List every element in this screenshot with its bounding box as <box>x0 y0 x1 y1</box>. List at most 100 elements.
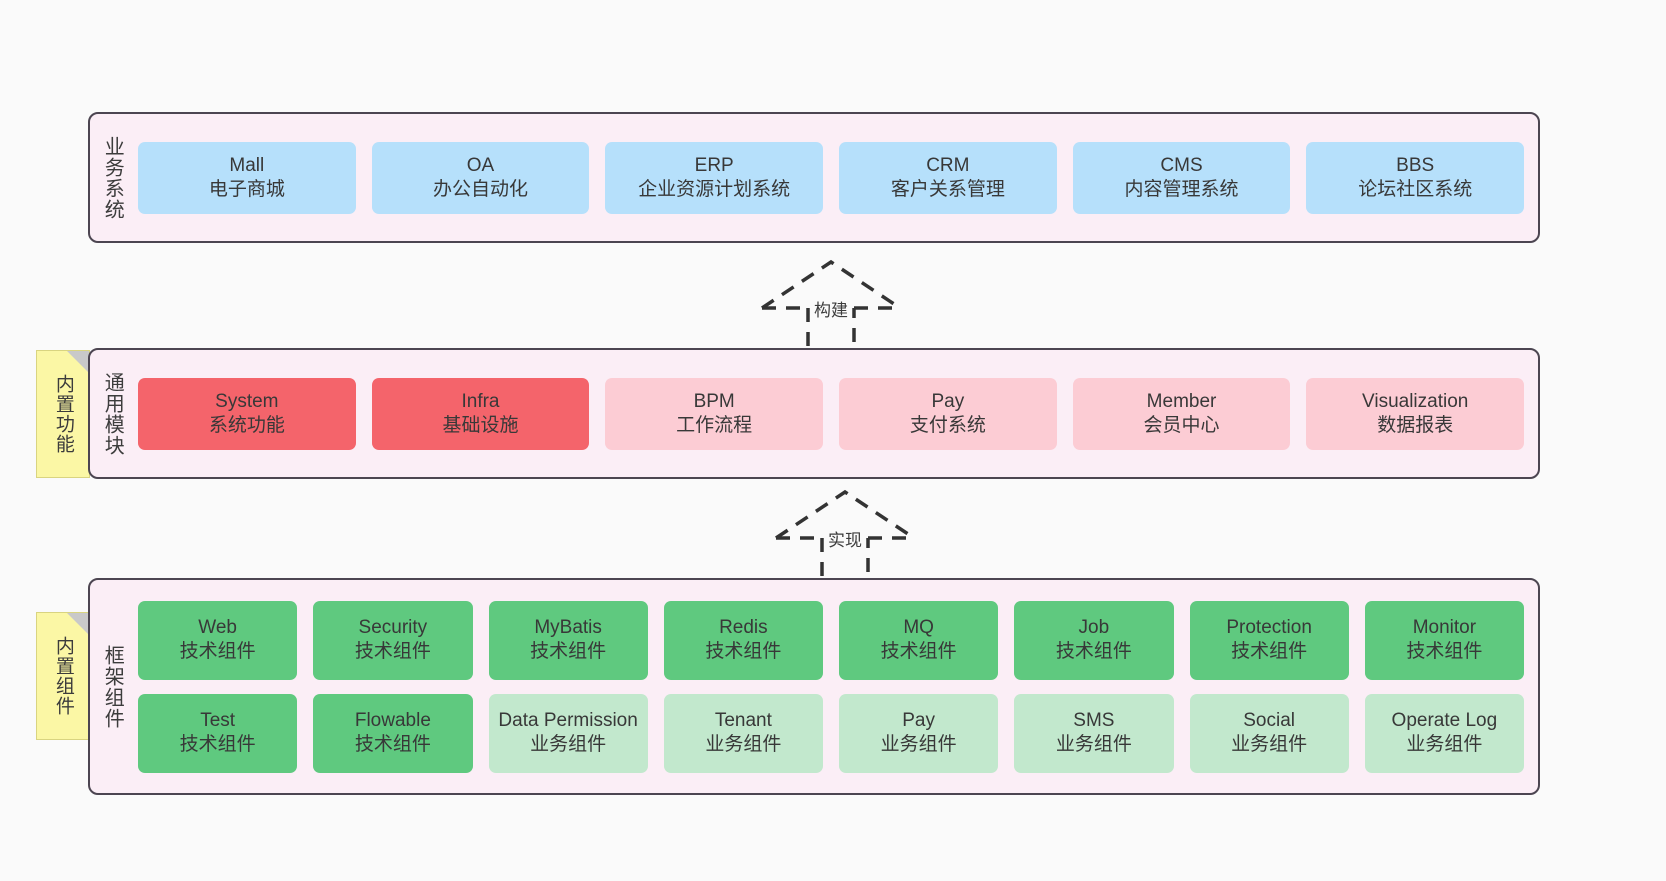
component-desc: 技术组件 <box>880 641 957 662</box>
module-name: Member <box>1146 390 1217 412</box>
module-oa[interactable]: OA 办公自动化 <box>371 141 590 214</box>
generalization-arrow-icon <box>761 259 901 352</box>
component-name: SMS <box>1073 710 1115 732</box>
component-name: Protection <box>1226 617 1312 639</box>
note-label: 内置组件 <box>52 636 74 716</box>
module-name: BPM <box>693 390 735 412</box>
component-name: Pay <box>902 710 935 732</box>
component-name: Test <box>200 710 236 732</box>
framework-row-1: Web 技术组件 Security 技术组件 MyBatis 技术组件 Redi… <box>138 600 1524 680</box>
component-name: Security <box>358 617 428 639</box>
component-mybatis[interactable]: MyBatis 技术组件 <box>488 600 648 680</box>
component-data-permission[interactable]: Data Permission 业务组件 <box>488 693 648 773</box>
component-name: Web <box>198 617 237 639</box>
component-social[interactable]: Social 业务组件 <box>1189 693 1349 773</box>
module-bpm[interactable]: BPM 工作流程 <box>605 377 824 450</box>
module-name: System <box>215 390 279 412</box>
note-label: 内置功能 <box>52 374 74 454</box>
module-desc: 电子商城 <box>208 178 285 200</box>
module-desc: 支付系统 <box>909 414 986 436</box>
component-name: Data Permission <box>498 710 638 732</box>
module-name: Mall <box>229 154 265 176</box>
component-job[interactable]: Job 技术组件 <box>1014 600 1174 680</box>
layer-title-common: 通用模块 <box>101 371 124 456</box>
component-operate-log[interactable]: Operate Log 业务组件 <box>1364 693 1524 773</box>
component-desc: 业务组件 <box>1231 734 1308 755</box>
component-sms[interactable]: SMS 业务组件 <box>1014 693 1174 773</box>
module-cms[interactable]: CMS 内容管理系统 <box>1072 141 1291 214</box>
generalization-arrow-icon <box>775 489 915 582</box>
module-desc: 工作流程 <box>676 414 753 436</box>
component-name: Social <box>1243 710 1295 732</box>
component-desc: 技术组件 <box>1055 641 1132 662</box>
component-desc: 业务组件 <box>705 734 782 755</box>
module-erp[interactable]: ERP 企业资源计划系统 <box>605 141 824 214</box>
module-bbs[interactable]: BBS 论坛社区系统 <box>1306 141 1525 214</box>
layer-body-framework: Web 技术组件 Security 技术组件 MyBatis 技术组件 Redi… <box>134 580 1538 793</box>
component-desc: 业务组件 <box>1406 734 1483 755</box>
folded-corner-icon <box>67 351 89 373</box>
component-security[interactable]: Security 技术组件 <box>313 600 473 680</box>
connector-realize: 实现 <box>770 486 920 582</box>
module-name: Visualization <box>1362 390 1469 412</box>
component-desc: 业务组件 <box>880 734 957 755</box>
component-name: Job <box>1078 617 1110 639</box>
module-name: OA <box>466 154 495 176</box>
module-name: CMS <box>1160 154 1203 176</box>
component-desc: 技术组件 <box>1231 641 1308 662</box>
common-row: System 系统功能 Infra 基础设施 BPM 工作流程 Pay 支付系统… <box>138 377 1525 450</box>
component-pay[interactable]: Pay 业务组件 <box>839 693 999 773</box>
layer-body-business: Mall 电子商城 OA 办公自动化 ERP 企业资源计划系统 CRM 客户关系… <box>134 114 1538 241</box>
component-name: Tenant <box>714 710 772 732</box>
layer-body-common: System 系统功能 Infra 基础设施 BPM 工作流程 Pay 支付系统… <box>134 350 1538 477</box>
module-name: BBS <box>1396 154 1435 176</box>
folded-corner-icon <box>67 613 89 635</box>
component-desc: 技术组件 <box>1406 641 1483 662</box>
module-system[interactable]: System 系统功能 <box>138 377 356 450</box>
component-tenant[interactable]: Tenant 业务组件 <box>663 693 823 773</box>
component-name: Flowable <box>354 710 431 732</box>
module-name: Infra <box>461 390 500 412</box>
module-desc: 论坛社区系统 <box>1358 178 1473 200</box>
component-monitor[interactable]: Monitor 技术组件 <box>1364 600 1524 680</box>
module-visualization[interactable]: Visualization 数据报表 <box>1306 377 1525 450</box>
note-builtin-function: 内置功能 <box>36 350 90 478</box>
module-desc: 办公自动化 <box>433 178 529 200</box>
component-mq[interactable]: MQ 技术组件 <box>839 600 999 680</box>
module-name: Pay <box>931 390 965 412</box>
component-test[interactable]: Test 技术组件 <box>138 693 298 773</box>
component-web[interactable]: Web 技术组件 <box>138 600 298 680</box>
module-pay[interactable]: Pay 支付系统 <box>839 377 1057 450</box>
layer-title-business: 业务系统 <box>101 135 124 220</box>
component-name: Operate Log <box>1391 710 1498 732</box>
module-desc: 会员中心 <box>1143 414 1220 436</box>
component-name: MQ <box>903 617 934 639</box>
module-member[interactable]: Member 会员中心 <box>1072 377 1291 450</box>
component-name: MyBatis <box>534 617 602 639</box>
module-infra[interactable]: Infra 基础设施 <box>371 377 590 450</box>
component-desc: 技术组件 <box>354 641 431 662</box>
component-name: Redis <box>719 617 768 639</box>
business-row: Mall 电子商城 OA 办公自动化 ERP 企业资源计划系统 CRM 客户关系… <box>138 141 1525 214</box>
module-name: CRM <box>926 154 970 176</box>
component-name: Monitor <box>1412 617 1477 639</box>
module-desc: 基础设施 <box>442 414 519 436</box>
component-desc: 技术组件 <box>705 641 782 662</box>
module-name: ERP <box>694 154 734 176</box>
module-crm[interactable]: CRM 客户关系管理 <box>839 141 1057 214</box>
component-desc: 技术组件 <box>179 734 256 755</box>
layer-title-framework: 框架组件 <box>101 644 124 729</box>
module-desc: 内容管理系统 <box>1124 178 1239 200</box>
module-mall[interactable]: Mall 电子商城 <box>138 141 356 214</box>
connector-build: 构建 <box>756 256 906 352</box>
layer-common-modules: 通用模块 System 系统功能 Infra 基础设施 BPM 工作流程 Pay… <box>88 348 1540 479</box>
module-desc: 企业资源计划系统 <box>638 178 791 200</box>
component-redis[interactable]: Redis 技术组件 <box>663 600 823 680</box>
connector-build-label: 构建 <box>814 301 848 320</box>
component-desc: 业务组件 <box>530 734 607 755</box>
component-desc: 技术组件 <box>179 641 256 662</box>
component-protection[interactable]: Protection 技术组件 <box>1189 600 1349 680</box>
component-flowable[interactable]: Flowable 技术组件 <box>313 693 473 773</box>
layer-business-systems: 业务系统 Mall 电子商城 OA 办公自动化 ERP 企业资源计划系统 CRM… <box>88 112 1540 243</box>
